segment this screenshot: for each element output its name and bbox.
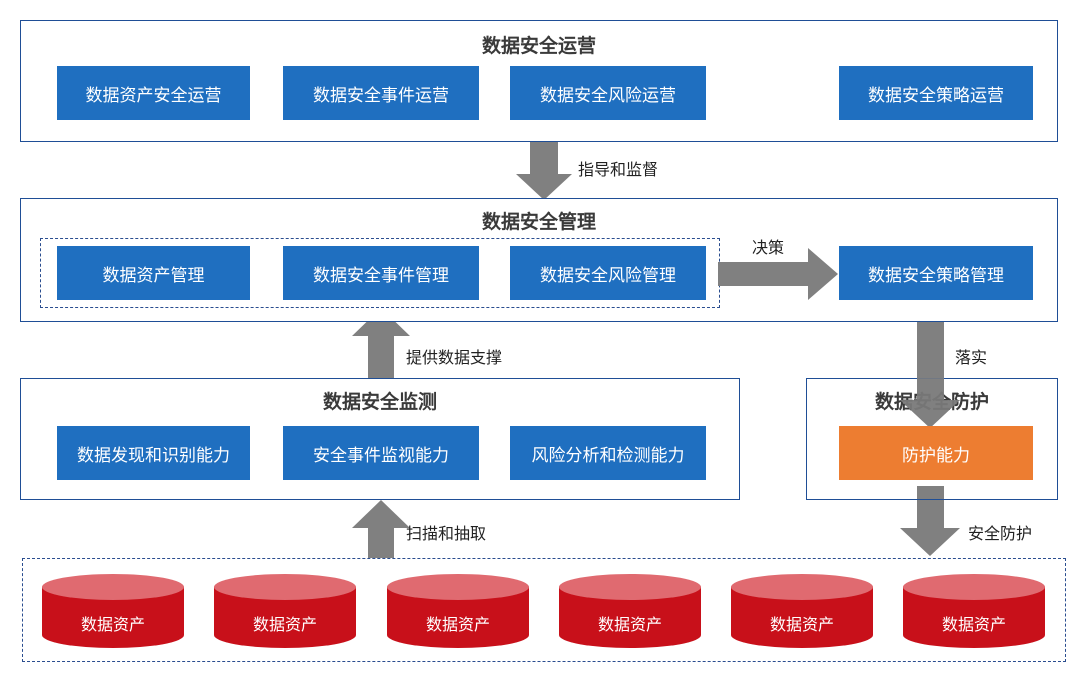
strategy-management-box: 数据安全策略管理 [839,246,1033,300]
guidance-label: 指导和监督 [578,160,659,179]
discovery-capability-box: 数据发现和识别能力 [57,426,250,480]
protect-arrow [900,486,960,556]
scan-arrow [352,500,410,558]
scan-label: 扫描和抽取 [406,524,487,543]
management-title: 数据安全管理 [481,211,596,233]
operations-title: 数据安全运营 [481,35,596,57]
decision-arrow-shape [718,248,838,300]
risk-analysis-box: 风险分析和检测能力 [510,426,706,480]
risk-operations-box: 数据安全风险运营 [510,66,706,120]
asset-cylinder: 数据资产 [386,573,530,649]
asset-label: 数据资产 [769,615,834,634]
asset-management-box: 数据资产管理 [57,246,250,300]
guidance-arrow [516,142,572,200]
asset-cylinder: 数据资产 [558,573,702,649]
event-management-box: 数据安全事件管理 [283,246,479,300]
support-arrow [352,308,410,380]
asset-security-operations-box: 数据资产安全运营 [57,66,250,120]
asset-label: 数据资产 [252,615,317,634]
asset-label: 数据资产 [425,615,490,634]
asset-label: 数据资产 [597,615,662,634]
risk-management-box: 数据安全风险管理 [510,246,706,300]
implement-arrow [900,300,960,428]
strategy-operations-box: 数据安全策略运营 [839,66,1033,120]
protect-label: 安全防护 [968,524,1033,543]
asset-cylinder: 数据资产 [213,573,357,649]
support-label: 提供数据支撑 [406,348,503,367]
decision-label: 决策 [752,238,785,257]
assets-group [22,558,1066,662]
asset-label: 数据资产 [941,615,1006,634]
implement-arrow-shape [900,378,960,428]
implement-label: 落实 [955,348,988,367]
event-operations-box: 数据安全事件运营 [283,66,479,120]
asset-cylinder: 数据资产 [730,573,874,649]
protection-capability-box: 防护能力 [839,426,1033,480]
asset-cylinder: 数据资产 [902,573,1046,649]
event-monitoring-box: 安全事件监视能力 [283,426,479,480]
asset-cylinder: 数据资产 [41,573,185,649]
monitoring-title: 数据安全监测 [322,391,437,413]
asset-label: 数据资产 [80,615,145,634]
